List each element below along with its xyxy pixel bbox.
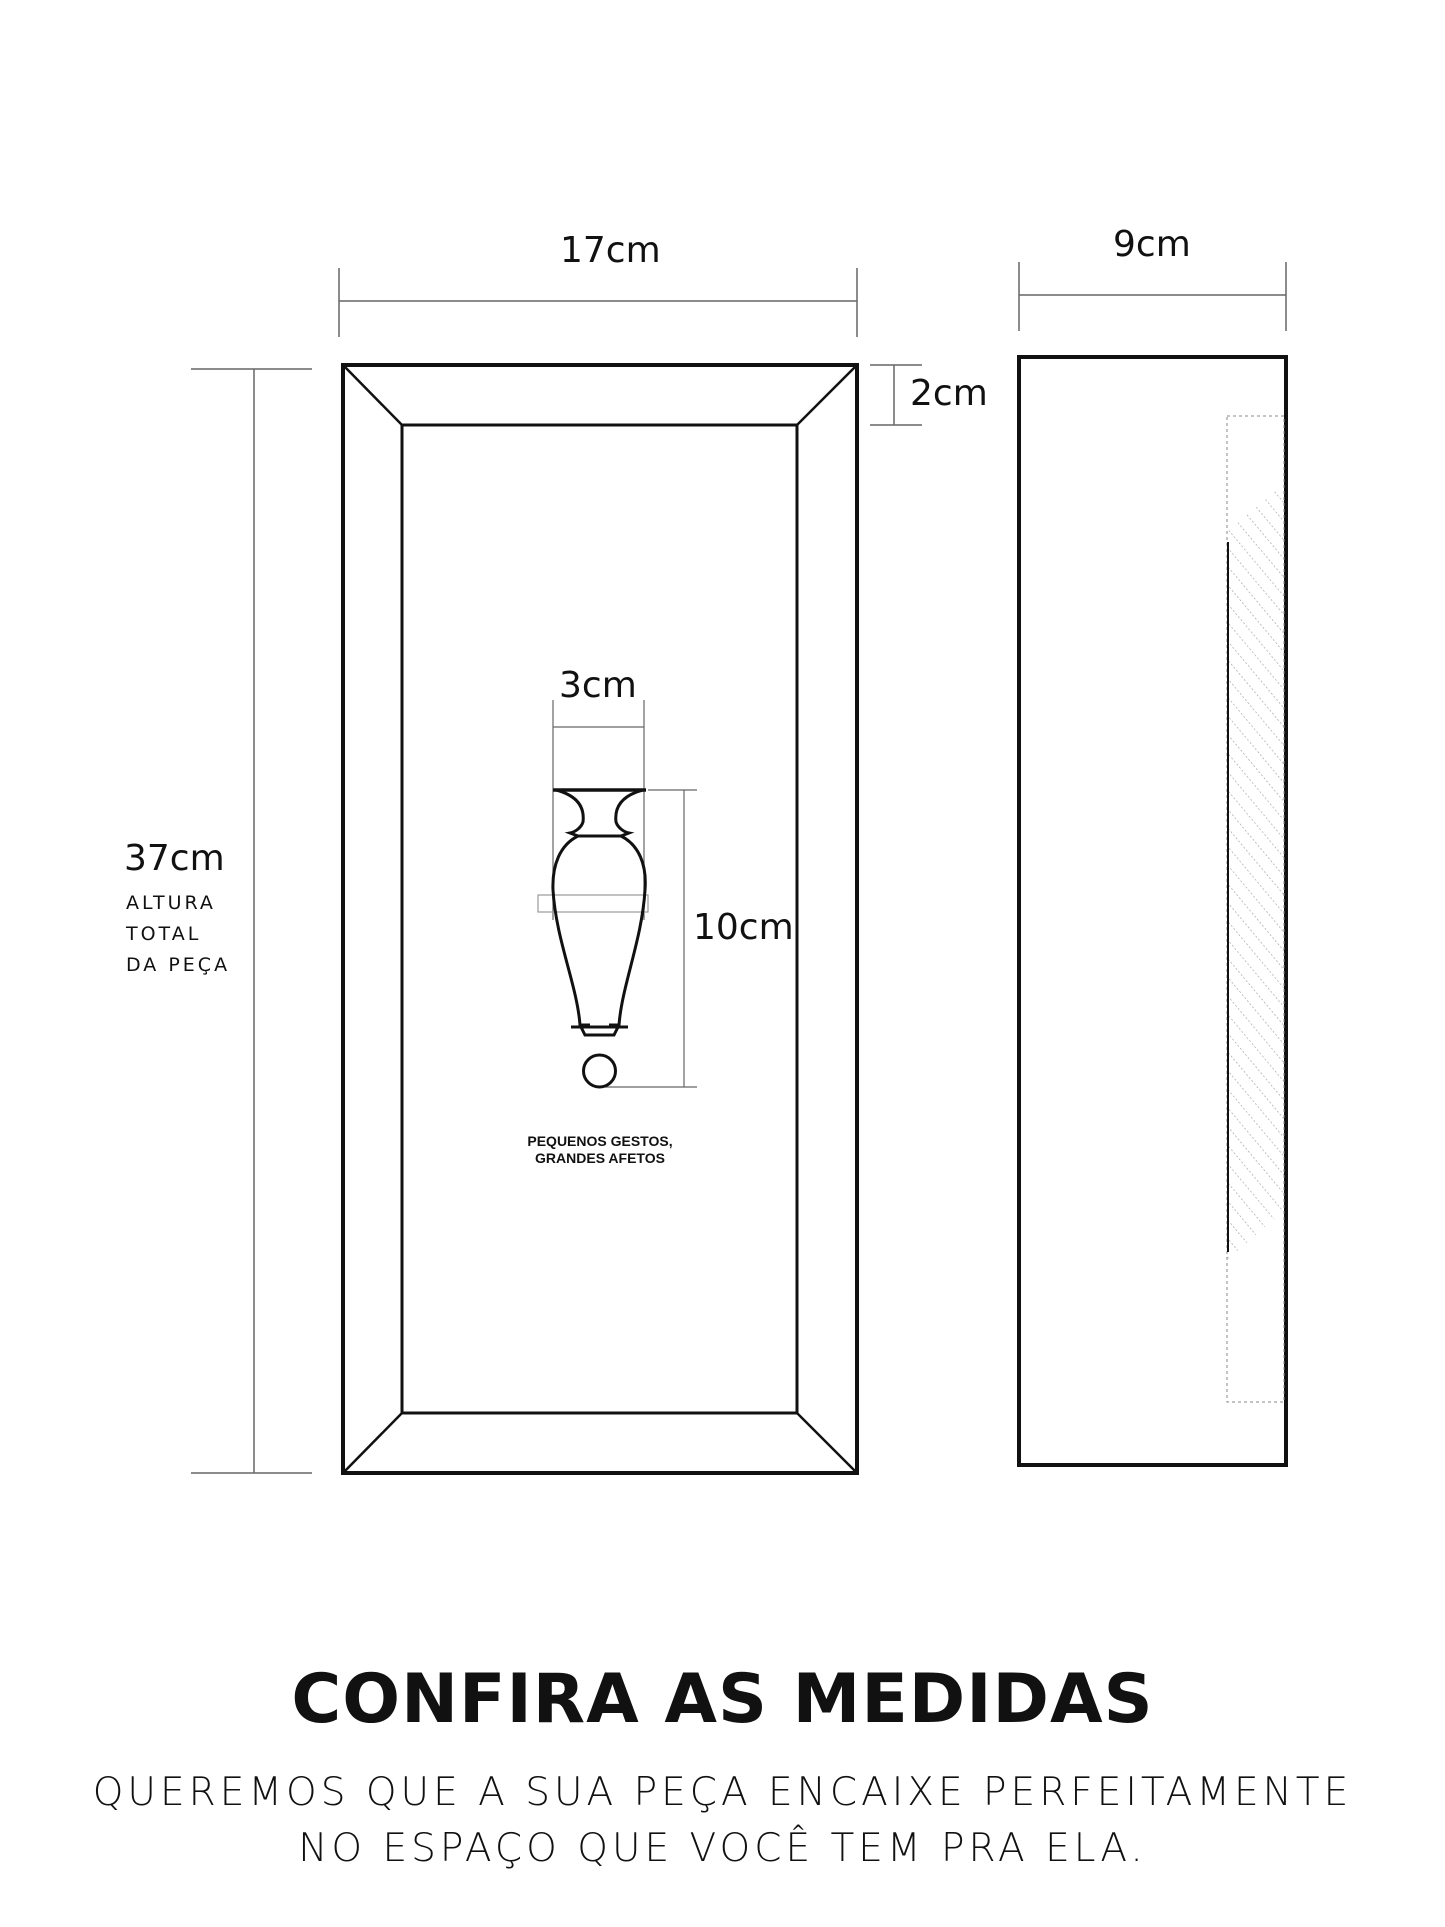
object-width-dimension: [552, 700, 645, 920]
artwork-caption: PEQUENOS GESTOS, GRANDES AFETOS: [500, 1133, 700, 1167]
height-dimension-line: [191, 368, 312, 1474]
object-width-label: 3cm: [559, 665, 637, 706]
caption-line: DA PEÇA: [126, 954, 231, 976]
front-width-label: 17cm: [560, 230, 661, 271]
page-title: CONFIRA AS MEDIDAS: [291, 1660, 1154, 1739]
subtitle-line-1: QUEREMOS QUE A SUA PEÇA ENCAIXE PERFEITA…: [92, 1770, 1353, 1815]
pendant-object-icon: [551, 788, 647, 1089]
side-frame: [1017, 355, 1288, 1467]
front-frame: [341, 363, 859, 1475]
caption-line: GRANDES AFETOS: [535, 1150, 665, 1166]
total-height-caption: ALTURA TOTAL DA PEÇA: [126, 888, 230, 981]
depth-dimension-line: [1018, 262, 1287, 331]
caption-line: TOTAL: [126, 923, 202, 945]
object-height-dimension: [605, 789, 697, 1088]
frame-border-label: 2cm: [910, 373, 988, 414]
caption-line: ALTURA: [126, 892, 216, 914]
total-height-label: 37cm: [124, 838, 225, 879]
object-height-label: 10cm: [693, 907, 794, 948]
object-hanger-bar: [537, 894, 649, 913]
caption-line: PEQUENOS GESTOS,: [527, 1133, 673, 1149]
width-dimension-line: [338, 268, 858, 337]
side-depth-label: 9cm: [1113, 224, 1191, 265]
subtitle-line-2: NO ESPAÇO QUE VOCÊ TEM PRA ELA.: [298, 1826, 1147, 1871]
border-dimension-line: [870, 364, 922, 426]
